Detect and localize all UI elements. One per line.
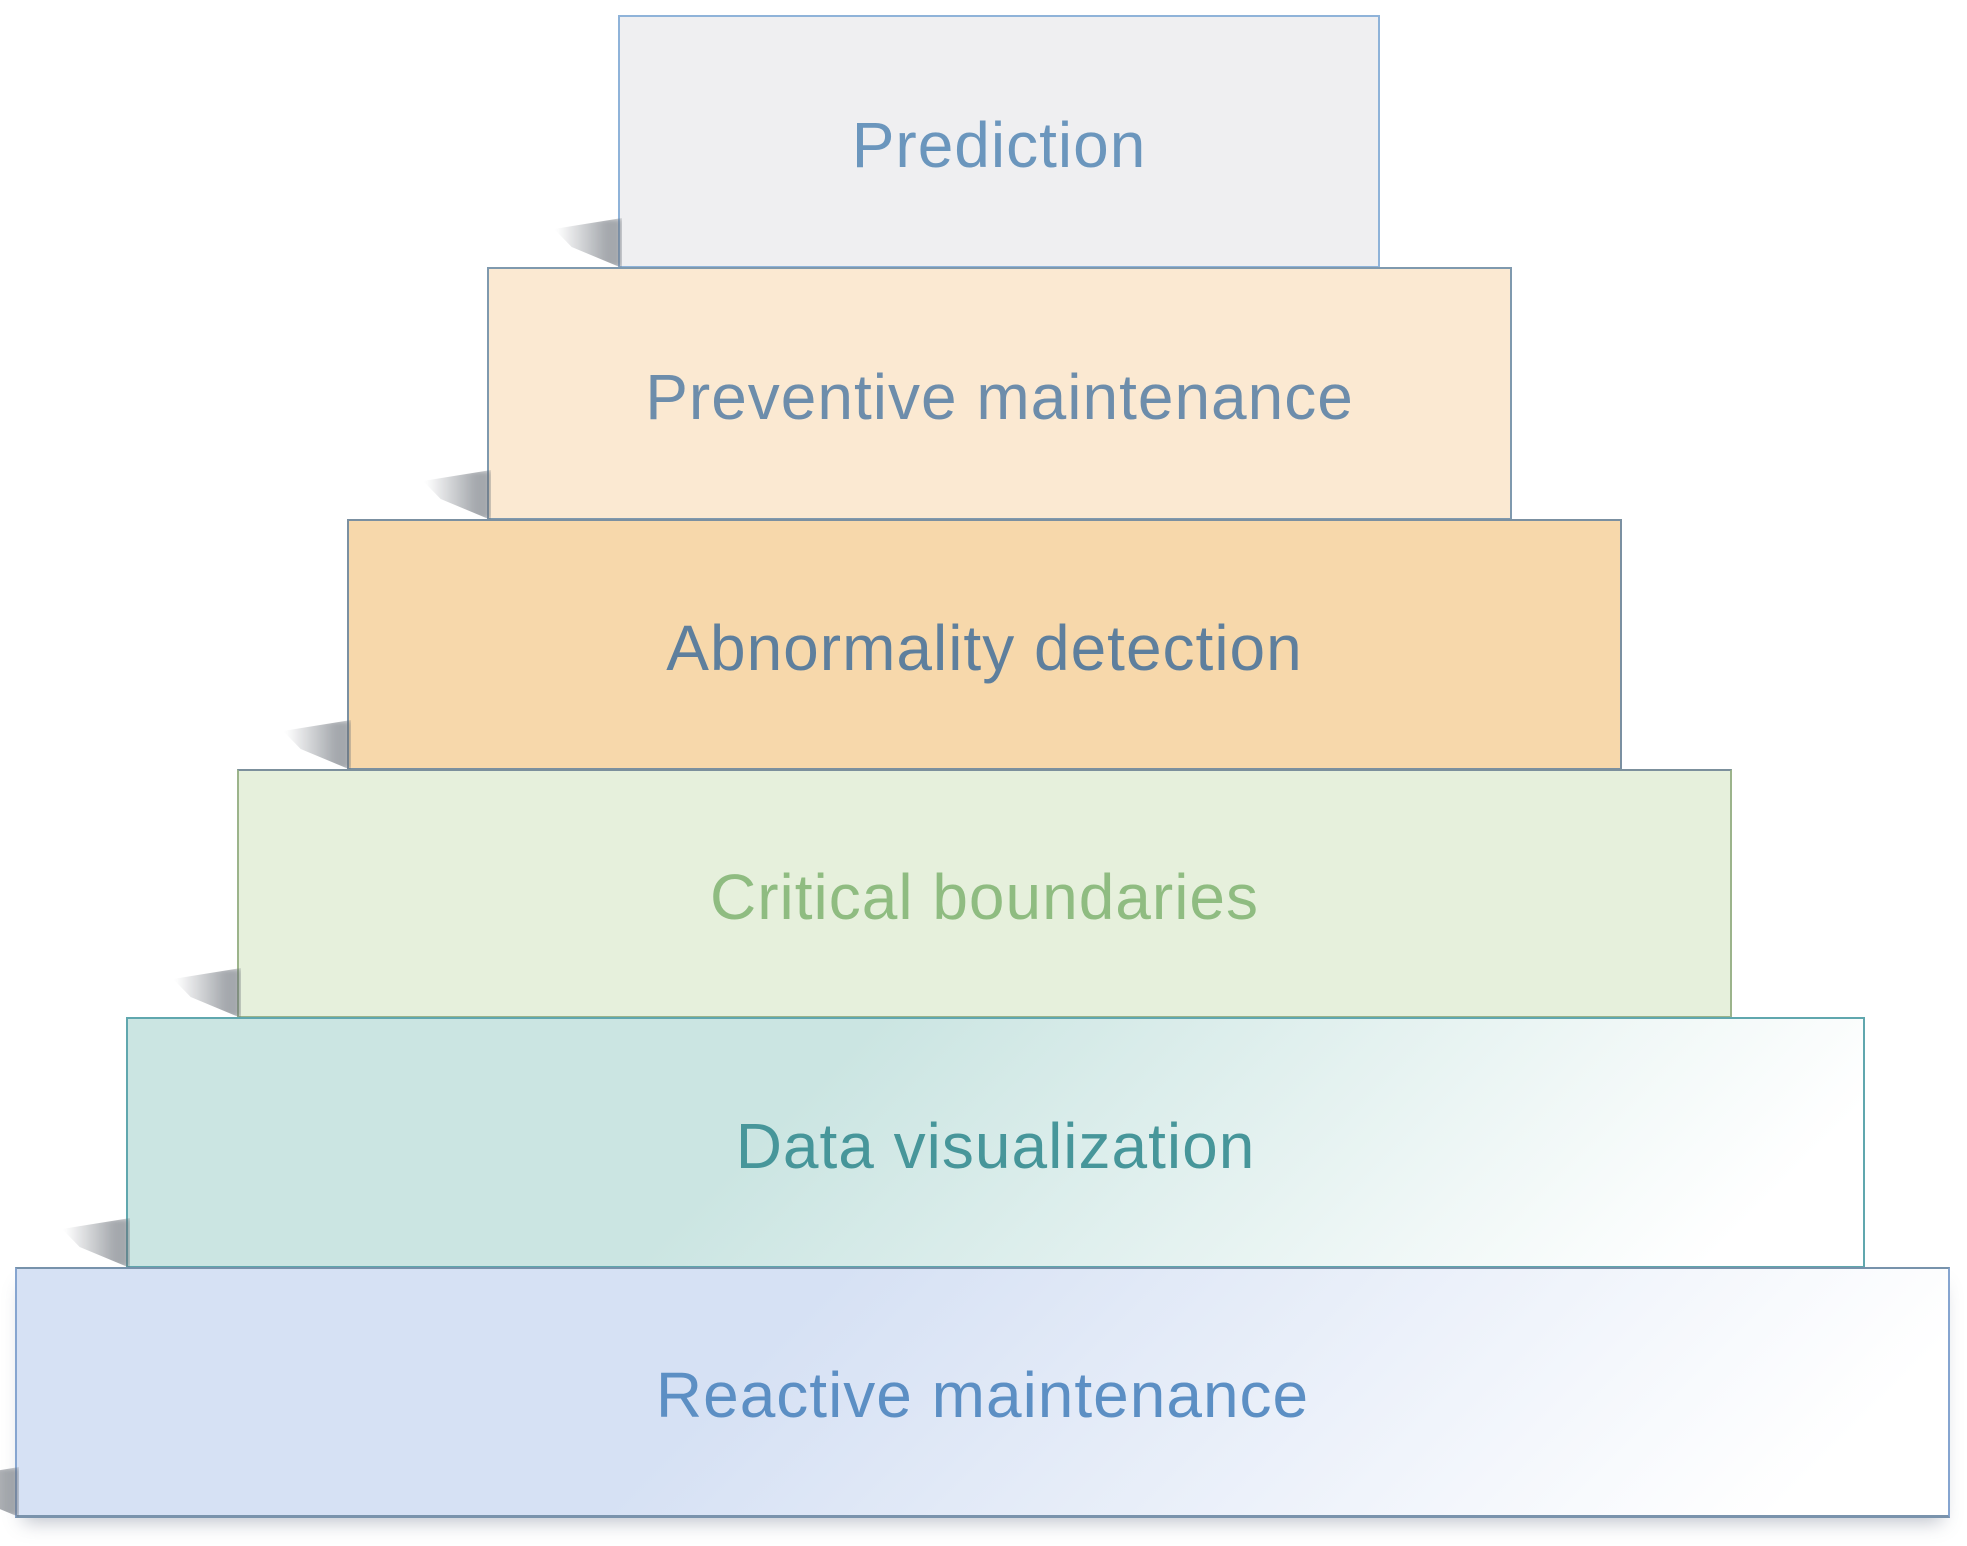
layer-abnormality-detection-label: Abnormality detection <box>666 611 1303 684</box>
layer-critical-boundaries: Critical boundaries <box>237 769 1732 1018</box>
layer-abnormality-detection: Abnormality detection <box>347 519 1622 770</box>
layer-prediction: Prediction <box>618 15 1380 268</box>
layer-preventive-maintenance: Preventive maintenance <box>487 267 1512 520</box>
layer-critical-boundaries-label: Critical boundaries <box>709 860 1260 933</box>
layer-preventive-maintenance-label: Preventive maintenance <box>645 360 1354 433</box>
layer-data-visualization: Data visualization <box>126 1017 1865 1268</box>
layer-reactive-maintenance-label: Reactive maintenance <box>655 1359 1310 1431</box>
layer-prediction-label: Prediction <box>851 108 1147 181</box>
layer-data-visualization-label: Data visualization <box>735 1109 1256 1182</box>
layer-reactive-maintenance: Reactive maintenance <box>15 1267 1950 1518</box>
